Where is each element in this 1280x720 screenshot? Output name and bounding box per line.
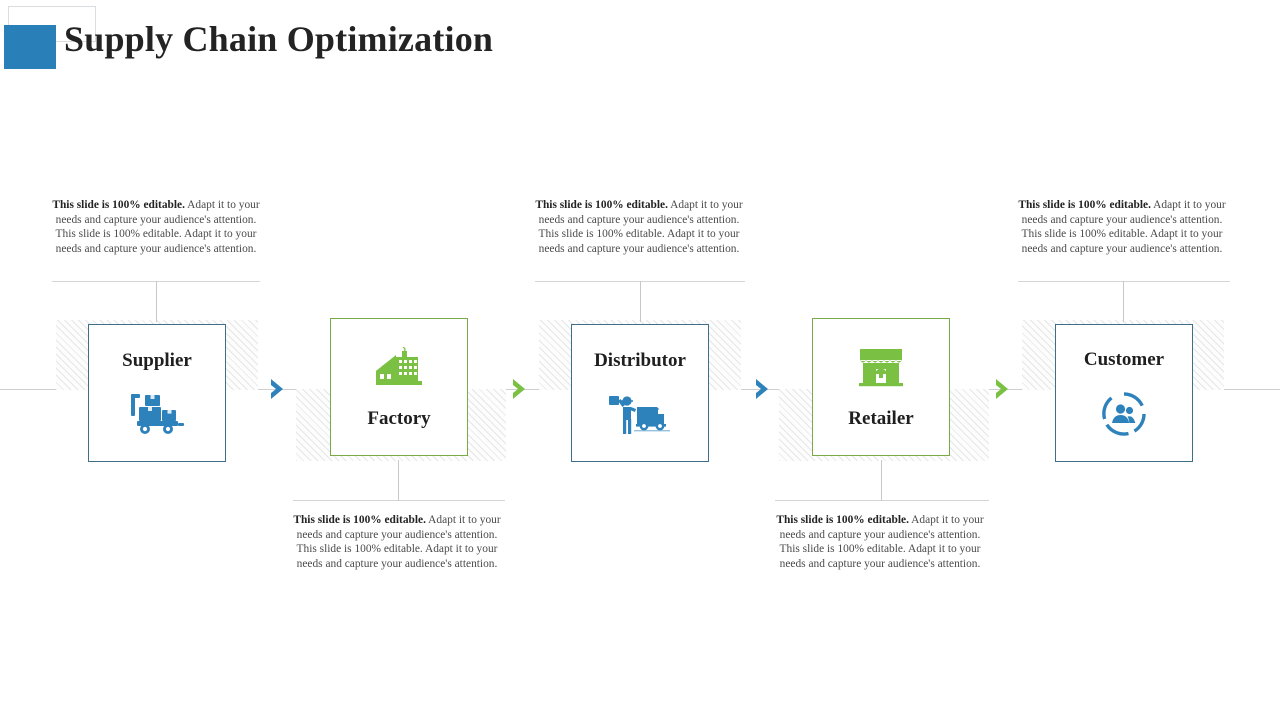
arrow-retailer-customer: [993, 378, 1013, 400]
caption-body: Adapt it to your needs and capture your …: [779, 514, 984, 570]
arrow-supplier-factory: [268, 378, 288, 400]
delivery-person-van-icon: [609, 392, 671, 436]
node-label-distributor: Distributor: [594, 349, 686, 371]
caption-body: Adapt it to your needs and capture your …: [296, 514, 501, 570]
factory-building-icon: [372, 345, 426, 387]
node-distributor[interactable]: Distributor: [571, 324, 709, 462]
caption-stub-factory: [398, 460, 399, 501]
caption-lead: This slide is 100% editable.: [1018, 199, 1151, 211]
caption-rule-customer: [1018, 281, 1230, 282]
delivery-truck-boxes-icon: [129, 392, 185, 436]
caption-stub-customer: [1123, 281, 1124, 322]
node-retailer[interactable]: Retailer: [812, 318, 950, 456]
header-accent-decoration: [4, 25, 56, 69]
node-supplier[interactable]: Supplier: [88, 324, 226, 462]
caption-body: Adapt it to your needs and capture your …: [1021, 199, 1226, 255]
node-label-supplier: Supplier: [122, 349, 192, 371]
customer-people-circle-icon: [1101, 391, 1147, 437]
caption-retailer: This slide is 100% editable. Adapt it to…: [776, 513, 984, 571]
caption-stub-supplier: [156, 281, 157, 322]
arrow-distributor-retailer: [753, 378, 773, 400]
caption-body: Adapt it to your needs and capture your …: [538, 199, 743, 255]
caption-lead: This slide is 100% editable.: [293, 514, 426, 526]
caption-rule-retailer: [775, 500, 989, 501]
node-label-factory: Factory: [367, 407, 431, 429]
storefront-shop-icon: [857, 347, 905, 387]
caption-distributor: This slide is 100% editable. Adapt it to…: [535, 198, 743, 256]
node-factory[interactable]: Factory: [330, 318, 468, 456]
caption-factory: This slide is 100% editable. Adapt it to…: [293, 513, 501, 571]
node-label-customer: Customer: [1083, 348, 1165, 370]
slide-header: Supply Chain Optimization: [0, 0, 1280, 110]
caption-supplier: This slide is 100% editable. Adapt it to…: [52, 198, 260, 256]
arrow-factory-distributor: [510, 378, 530, 400]
caption-lead: This slide is 100% editable.: [776, 514, 909, 526]
caption-customer: This slide is 100% editable. Adapt it to…: [1018, 198, 1226, 256]
caption-lead: This slide is 100% editable.: [52, 199, 185, 211]
node-customer[interactable]: Customer: [1055, 324, 1193, 462]
caption-lead: This slide is 100% editable.: [535, 199, 668, 211]
caption-rule-factory: [293, 500, 505, 501]
node-label-retailer: Retailer: [848, 407, 914, 429]
page-title: Supply Chain Optimization: [64, 19, 494, 59]
caption-stub-retailer: [881, 460, 882, 501]
caption-body: Adapt it to your needs and capture your …: [55, 199, 260, 255]
caption-stub-distributor: [640, 281, 641, 322]
